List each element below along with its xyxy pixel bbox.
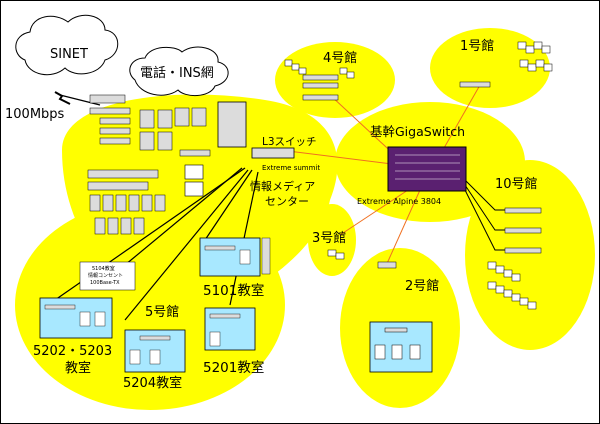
l3-switch-label: L3スイッチ bbox=[262, 136, 317, 148]
building-2: 2号館 bbox=[369, 261, 439, 373]
sinet-cloud: SINET bbox=[15, 14, 119, 76]
room-5202-label-2: 教室 bbox=[65, 360, 91, 376]
zone-building-10 bbox=[465, 160, 595, 350]
room-5201-label: 5201教室 bbox=[203, 359, 264, 376]
building-4: 4号館 bbox=[284, 51, 357, 101]
building-3-label: 3号館 bbox=[312, 231, 346, 246]
building-10-links bbox=[464, 179, 505, 251]
building-5-label: 5号館 bbox=[145, 305, 179, 320]
link-5101 bbox=[204, 169, 253, 241]
building-5: 5号館 5104教室 情報コンセント 100Base-TX 5101教室 520… bbox=[33, 237, 271, 391]
sinet-label: SINET bbox=[50, 47, 88, 62]
info-media-center-label-1: 情報メディア bbox=[250, 179, 315, 193]
phone-ins-label: 電話・INS網 bbox=[140, 65, 214, 81]
building-3: 3号館 bbox=[312, 231, 346, 260]
building-1: 1号館 bbox=[459, 39, 553, 88]
building-2-label: 2号館 bbox=[405, 279, 439, 294]
room-5101-label: 5101教室 bbox=[203, 282, 264, 299]
link-building-1 bbox=[439, 84, 481, 156]
backbone-switch-model: Extreme Alpine 3804 bbox=[357, 197, 441, 206]
room-5101-panel bbox=[199, 237, 261, 277]
backbone-switch-body bbox=[387, 146, 467, 192]
backbone-switch: 基幹GigaSwitch Extreme Alpine 3804 bbox=[357, 124, 467, 206]
l3-switch-body bbox=[251, 147, 295, 159]
building-10-label: 10号館 bbox=[495, 177, 538, 192]
info-center-devices bbox=[87, 94, 247, 235]
building-1-label: 1号館 bbox=[460, 39, 494, 54]
phone-ins-cloud: 電話・INS網 bbox=[129, 46, 229, 96]
wan-bolt-icon bbox=[54, 91, 71, 105]
room-5104-note-box bbox=[79, 261, 136, 291]
room-5204-label: 5204教室 bbox=[123, 375, 182, 391]
link-5104 bbox=[124, 167, 243, 266]
building-10: 10号館 bbox=[487, 177, 542, 310]
bandwidth-label: 100Mbps bbox=[5, 107, 65, 122]
building-4-label: 4号館 bbox=[323, 51, 357, 66]
info-media-center-label-2: センター bbox=[265, 195, 309, 208]
room-5202-label-1: 5202・5203 bbox=[33, 344, 112, 359]
l3-switch: L3スイッチ Extreme summit bbox=[251, 136, 320, 172]
l3-switch-model: Extreme summit bbox=[262, 164, 320, 172]
link-5204 bbox=[124, 169, 249, 321]
room-5104-note-2: 情報コンセント bbox=[88, 272, 123, 279]
room-5104-note-3: 100Base-TX bbox=[90, 280, 120, 286]
link-sinet bbox=[59, 94, 101, 106]
room-5104-note-1: 5104教室 bbox=[92, 265, 115, 272]
backbone-switch-label: 基幹GigaSwitch bbox=[370, 124, 465, 139]
link-building-3 bbox=[339, 189, 409, 236]
link-building-2 bbox=[384, 189, 421, 269]
link-l3-backbone bbox=[279, 149, 401, 166]
